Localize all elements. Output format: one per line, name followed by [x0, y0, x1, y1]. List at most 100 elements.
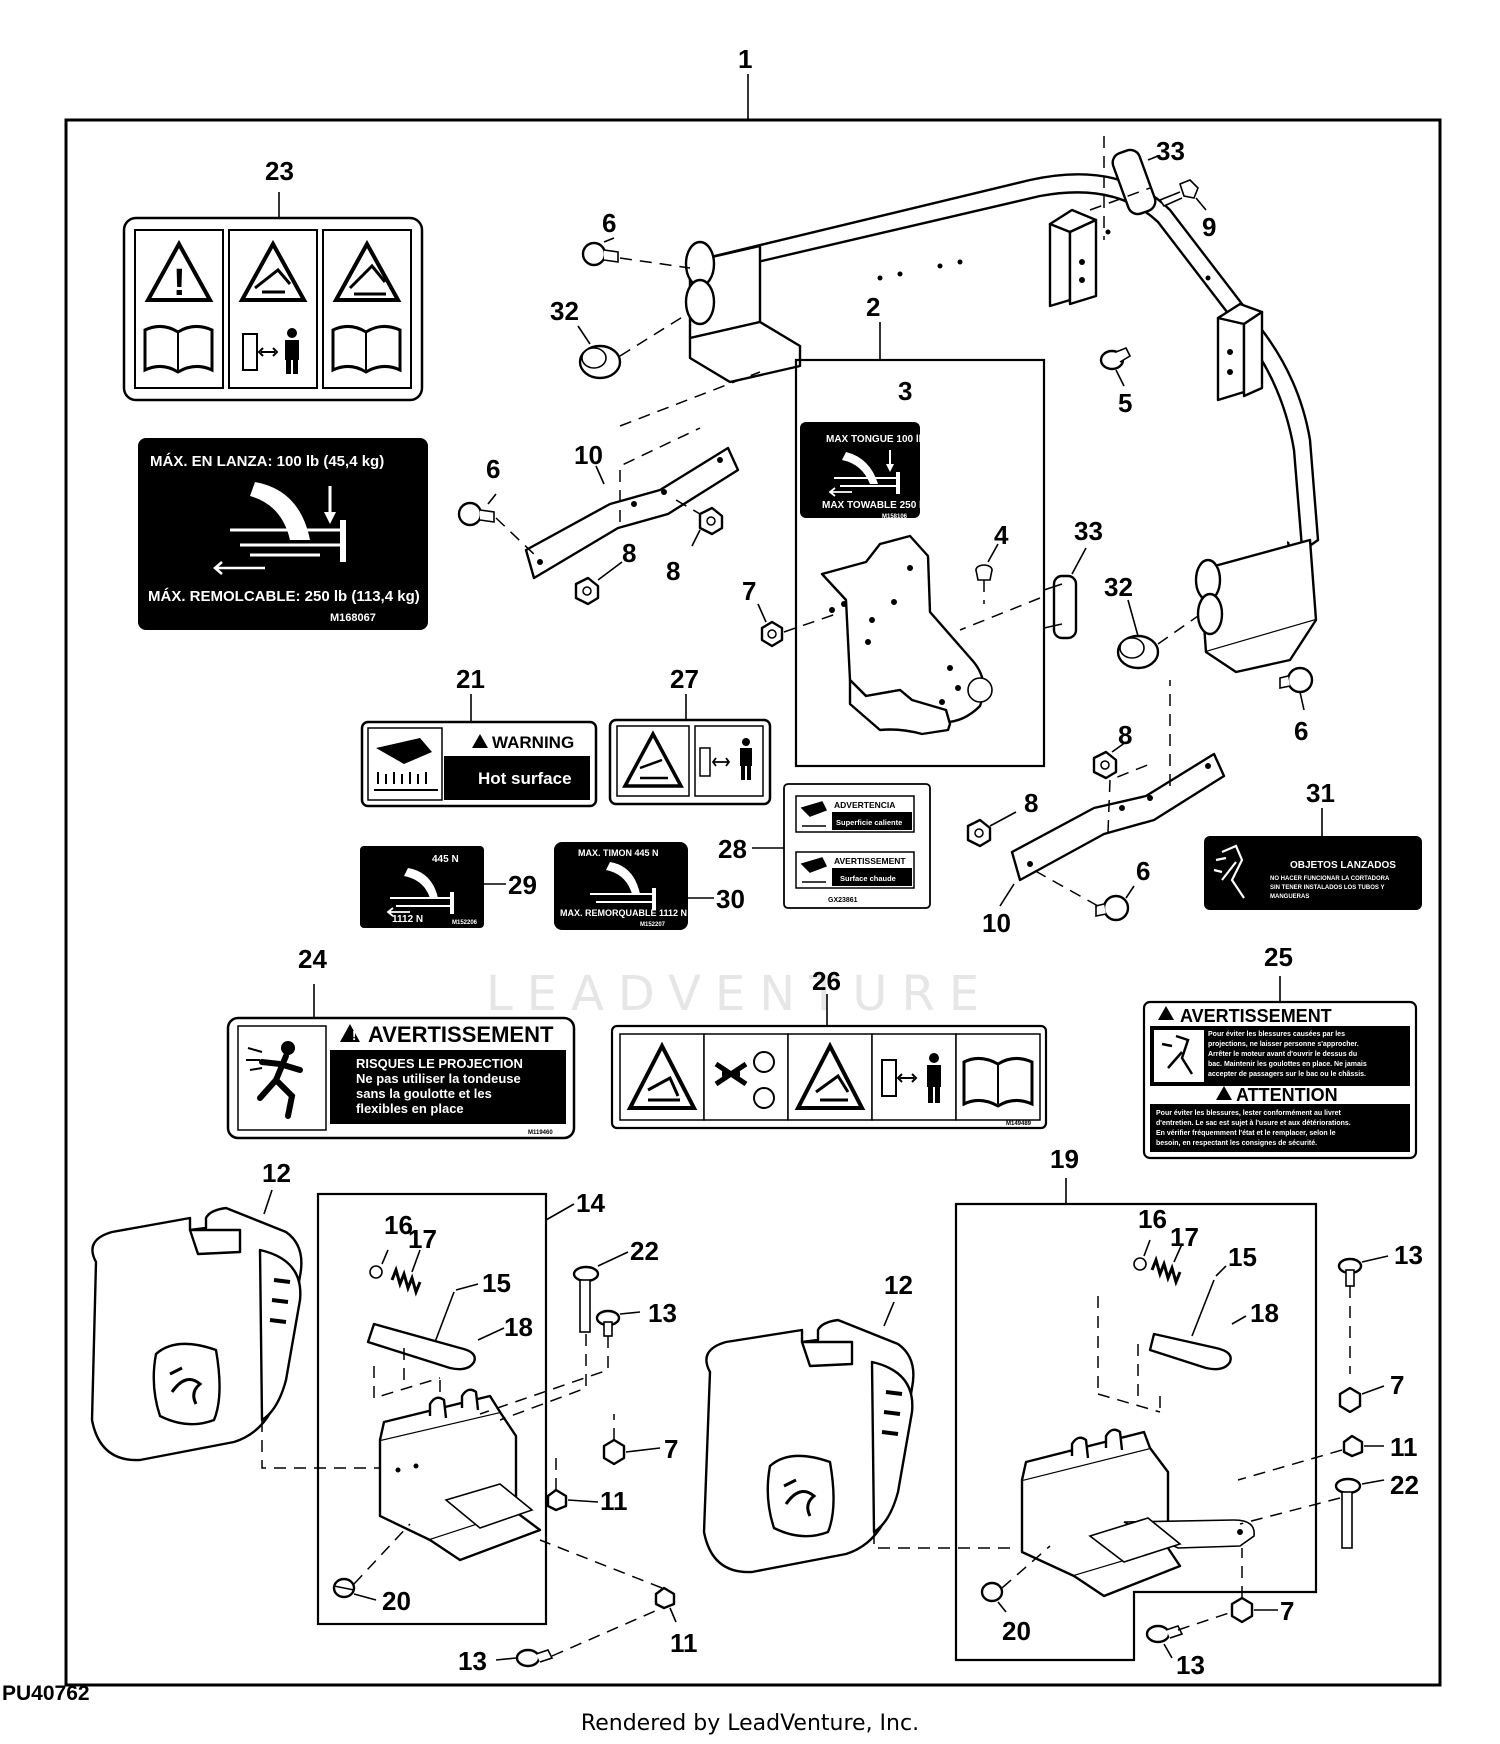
- svg-text:GX23861: GX23861: [828, 897, 858, 904]
- svg-text:sans la goulotte et les: sans la goulotte et les: [356, 1086, 492, 1101]
- callout-28[interactable]: 28: [718, 834, 747, 864]
- callout-3[interactable]: 3: [898, 376, 912, 406]
- callout-6d[interactable]: 6: [1136, 856, 1150, 886]
- callout-17b[interactable]: 17: [1170, 1222, 1199, 1252]
- callout-11c[interactable]: 11: [1390, 1432, 1418, 1462]
- callout-13b[interactable]: 13: [458, 1646, 487, 1676]
- callout-16b[interactable]: 16: [1138, 1204, 1167, 1234]
- callout-12b[interactable]: 12: [884, 1270, 913, 1300]
- hitch-plate: [820, 534, 993, 736]
- callout-12a[interactable]: 12: [262, 1158, 291, 1188]
- callout-14[interactable]: 14: [576, 1188, 605, 1218]
- part-16-washer-right: [1133, 1257, 1147, 1271]
- part-7-nut: [760, 620, 784, 648]
- callout-6b[interactable]: 6: [486, 454, 500, 484]
- svg-text:Pour éviter les blessures caus: Pour éviter les blessures causées par le…: [1208, 1031, 1345, 1038]
- part-20-knob-right: [980, 1581, 1004, 1603]
- svg-text:d'entretien. Le sac est sujet: d'entretien. Le sac est sujet à l'usure …: [1156, 1120, 1351, 1127]
- callout-6c[interactable]: 6: [1294, 716, 1308, 746]
- svg-text:Hot surface: Hot surface: [478, 769, 572, 788]
- svg-text:M152207: M152207: [640, 922, 666, 928]
- callout-5[interactable]: 5: [1118, 388, 1132, 418]
- callout-27[interactable]: 27: [670, 664, 699, 694]
- callout-21[interactable]: 21: [456, 664, 485, 694]
- part-20-knob-left: [332, 1577, 356, 1599]
- callout-13a[interactable]: 13: [648, 1298, 677, 1328]
- callout-22b[interactable]: 22: [1390, 1470, 1419, 1500]
- callout-8b[interactable]: 8: [666, 556, 680, 586]
- decal-25-warning-attention-french: AVERTISSEMENT Pour éviter les blessures …: [1142, 1000, 1418, 1160]
- callout-29[interactable]: 29: [508, 870, 537, 900]
- svg-text:Arrêter le moteur avant d'ouvr: Arrêter le moteur avant d'ouvrir le dess…: [1208, 1051, 1357, 1058]
- svg-text:besoin, en respectant les cons: besoin, en respectant les consignes de s…: [1156, 1140, 1317, 1147]
- callout-7b[interactable]: 7: [664, 1434, 678, 1464]
- part-4-pin: [975, 564, 993, 581]
- callout-11b[interactable]: 11: [670, 1628, 698, 1658]
- part-18-handle-right: [1148, 1332, 1232, 1371]
- svg-text:M168067: M168067: [330, 612, 376, 624]
- part-7-nut-left: [602, 1438, 626, 1466]
- decal-3-tongue-weight: MAX TONGUE 100 lb MAX TOWABLE 250 lb M15…: [800, 422, 928, 520]
- callout-8a[interactable]: 8: [622, 538, 636, 568]
- callout-1[interactable]: 1: [738, 44, 752, 74]
- callout-32b[interactable]: 32: [1104, 572, 1133, 602]
- svg-text:Pour éviter les blessures, les: Pour éviter les blessures, lester confor…: [1156, 1110, 1341, 1117]
- callout-33b[interactable]: 33: [1074, 516, 1103, 546]
- svg-text:projections, ne laisser person: projections, ne laisser personne s'appro…: [1208, 1041, 1359, 1048]
- callout-10b[interactable]: 10: [982, 908, 1011, 938]
- callout-17a[interactable]: 17: [408, 1224, 437, 1254]
- callout-33a[interactable]: 33: [1156, 136, 1185, 166]
- svg-text:M119460: M119460: [528, 1130, 553, 1136]
- callout-7c[interactable]: 7: [1390, 1370, 1404, 1400]
- callout-26[interactable]: 26: [812, 966, 841, 996]
- svg-text:RISQUES LE PROJECTION: RISQUES LE PROJECTION: [356, 1056, 523, 1071]
- svg-text:MAX. REMORQUABLE 1112 N: MAX. REMORQUABLE 1112 N: [560, 908, 687, 918]
- part-7-nut-right-a: [1338, 1386, 1362, 1414]
- callout-4[interactable]: 4: [994, 520, 1009, 550]
- callout-7[interactable]: 7: [742, 576, 756, 606]
- callout-10a[interactable]: 10: [574, 440, 603, 470]
- callout-7d[interactable]: 7: [1280, 1596, 1294, 1626]
- svg-text:bac. Maintenir les goulottes e: bac. Maintenir les goulottes en place. N…: [1208, 1061, 1367, 1068]
- callout-9[interactable]: 9: [1202, 212, 1216, 242]
- callout-20a[interactable]: 20: [382, 1586, 411, 1616]
- callout-20b[interactable]: 20: [1002, 1616, 1031, 1646]
- watermark: LEADVENTURE: [486, 966, 993, 1022]
- callout-16a[interactable]: 16: [384, 1210, 413, 1240]
- svg-text:445 N: 445 N: [432, 854, 459, 865]
- callout-8c[interactable]: 8: [1118, 720, 1132, 750]
- roll-bar-frame: [684, 173, 1320, 674]
- callout-13d[interactable]: 13: [1176, 1650, 1205, 1680]
- svg-text:AVERTISSEMENT: AVERTISSEMENT: [1180, 1006, 1332, 1026]
- callout-2[interactable]: 2: [866, 292, 880, 322]
- svg-text:MAX TONGUE 100 lb: MAX TONGUE 100 lb: [826, 434, 925, 445]
- svg-text:M149489: M149489: [1006, 1121, 1032, 1127]
- callout-6a[interactable]: 6: [602, 208, 616, 238]
- svg-text:AVERTISSEMENT: AVERTISSEMENT: [834, 856, 906, 866]
- svg-text:MÁX. REMOLCABLE: 250 lb (113,4: MÁX. REMOLCABLE: 250 lb (113,4 kg): [148, 588, 420, 605]
- callout-11a[interactable]: 11: [600, 1486, 628, 1516]
- part-32-knob-right: [1116, 634, 1160, 670]
- callout-19[interactable]: 19: [1050, 1144, 1079, 1174]
- callout-15b[interactable]: 15: [1228, 1242, 1257, 1272]
- svg-text:ADVERTENCIA: ADVERTENCIA: [834, 800, 895, 810]
- decal-28-hot-surface-es-fr: ADVERTENCIA Superficie caliente AVERTISS…: [783, 783, 931, 909]
- callout-30[interactable]: 30: [716, 884, 745, 914]
- callout-32a[interactable]: 32: [550, 296, 579, 326]
- callout-18b[interactable]: 18: [1250, 1298, 1279, 1328]
- part-12-weight-right: [702, 1318, 915, 1574]
- svg-text:MAX TOWABLE 250 lb: MAX TOWABLE 250 lb: [822, 500, 928, 511]
- svg-text:MÁX. EN LANZA: 100 lb (45,4 kg: MÁX. EN LANZA: 100 lb (45,4 kg): [150, 453, 384, 470]
- callout-22a[interactable]: 22: [630, 1236, 659, 1266]
- callout-8d[interactable]: 8: [1024, 788, 1038, 818]
- part-17-spring-right: [1150, 1255, 1182, 1287]
- svg-text:MAX. TIMON 445 N: MAX. TIMON 445 N: [578, 848, 659, 858]
- callout-31[interactable]: 31: [1306, 778, 1335, 808]
- callout-15a[interactable]: 15: [482, 1268, 511, 1298]
- callout-13c[interactable]: 13: [1394, 1240, 1423, 1270]
- callout-18a[interactable]: 18: [504, 1312, 533, 1342]
- callout-23[interactable]: 23: [265, 156, 294, 186]
- callout-25[interactable]: 25: [1264, 942, 1293, 972]
- callout-24[interactable]: 24: [298, 944, 327, 974]
- part-10-bracket-right: [1010, 752, 1226, 882]
